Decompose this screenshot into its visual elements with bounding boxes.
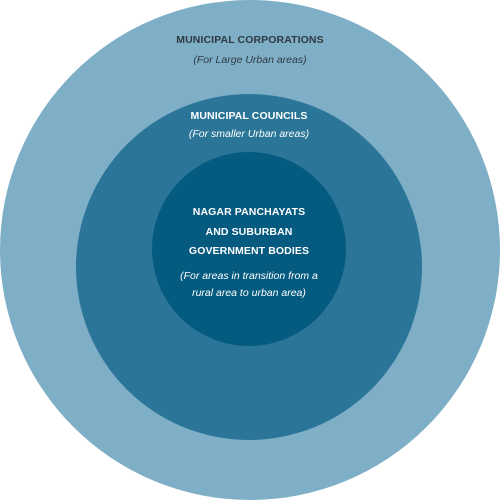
outer-ring-subtitle: (For Large Urban areas) bbox=[193, 54, 307, 66]
inner-ring-subtitle: (For areas in transition from a rural ar… bbox=[152, 268, 346, 302]
middle-ring-title: MUNICIPAL COUNCILS bbox=[190, 110, 308, 122]
inner-title-line: AND SUBURBAN bbox=[205, 225, 293, 238]
inner-ring-title: NAGAR PANCHAYATS AND SUBURBAN GOVERNMENT… bbox=[152, 203, 346, 262]
inner-ring-nagar-panchayats bbox=[152, 152, 346, 346]
inner-subtitle-line: (For areas in transition from a bbox=[180, 270, 318, 282]
outer-ring-title: MUNICIPAL CORPORATIONS bbox=[176, 34, 324, 46]
middle-ring-subtitle: (For smaller Urban areas) bbox=[188, 128, 310, 140]
inner-subtitle-line: rural area to urban area) bbox=[192, 287, 306, 299]
inner-title-line: GOVERNMENT BODIES bbox=[188, 245, 310, 257]
inner-title-line: NAGAR PANCHAYATS bbox=[192, 206, 306, 218]
